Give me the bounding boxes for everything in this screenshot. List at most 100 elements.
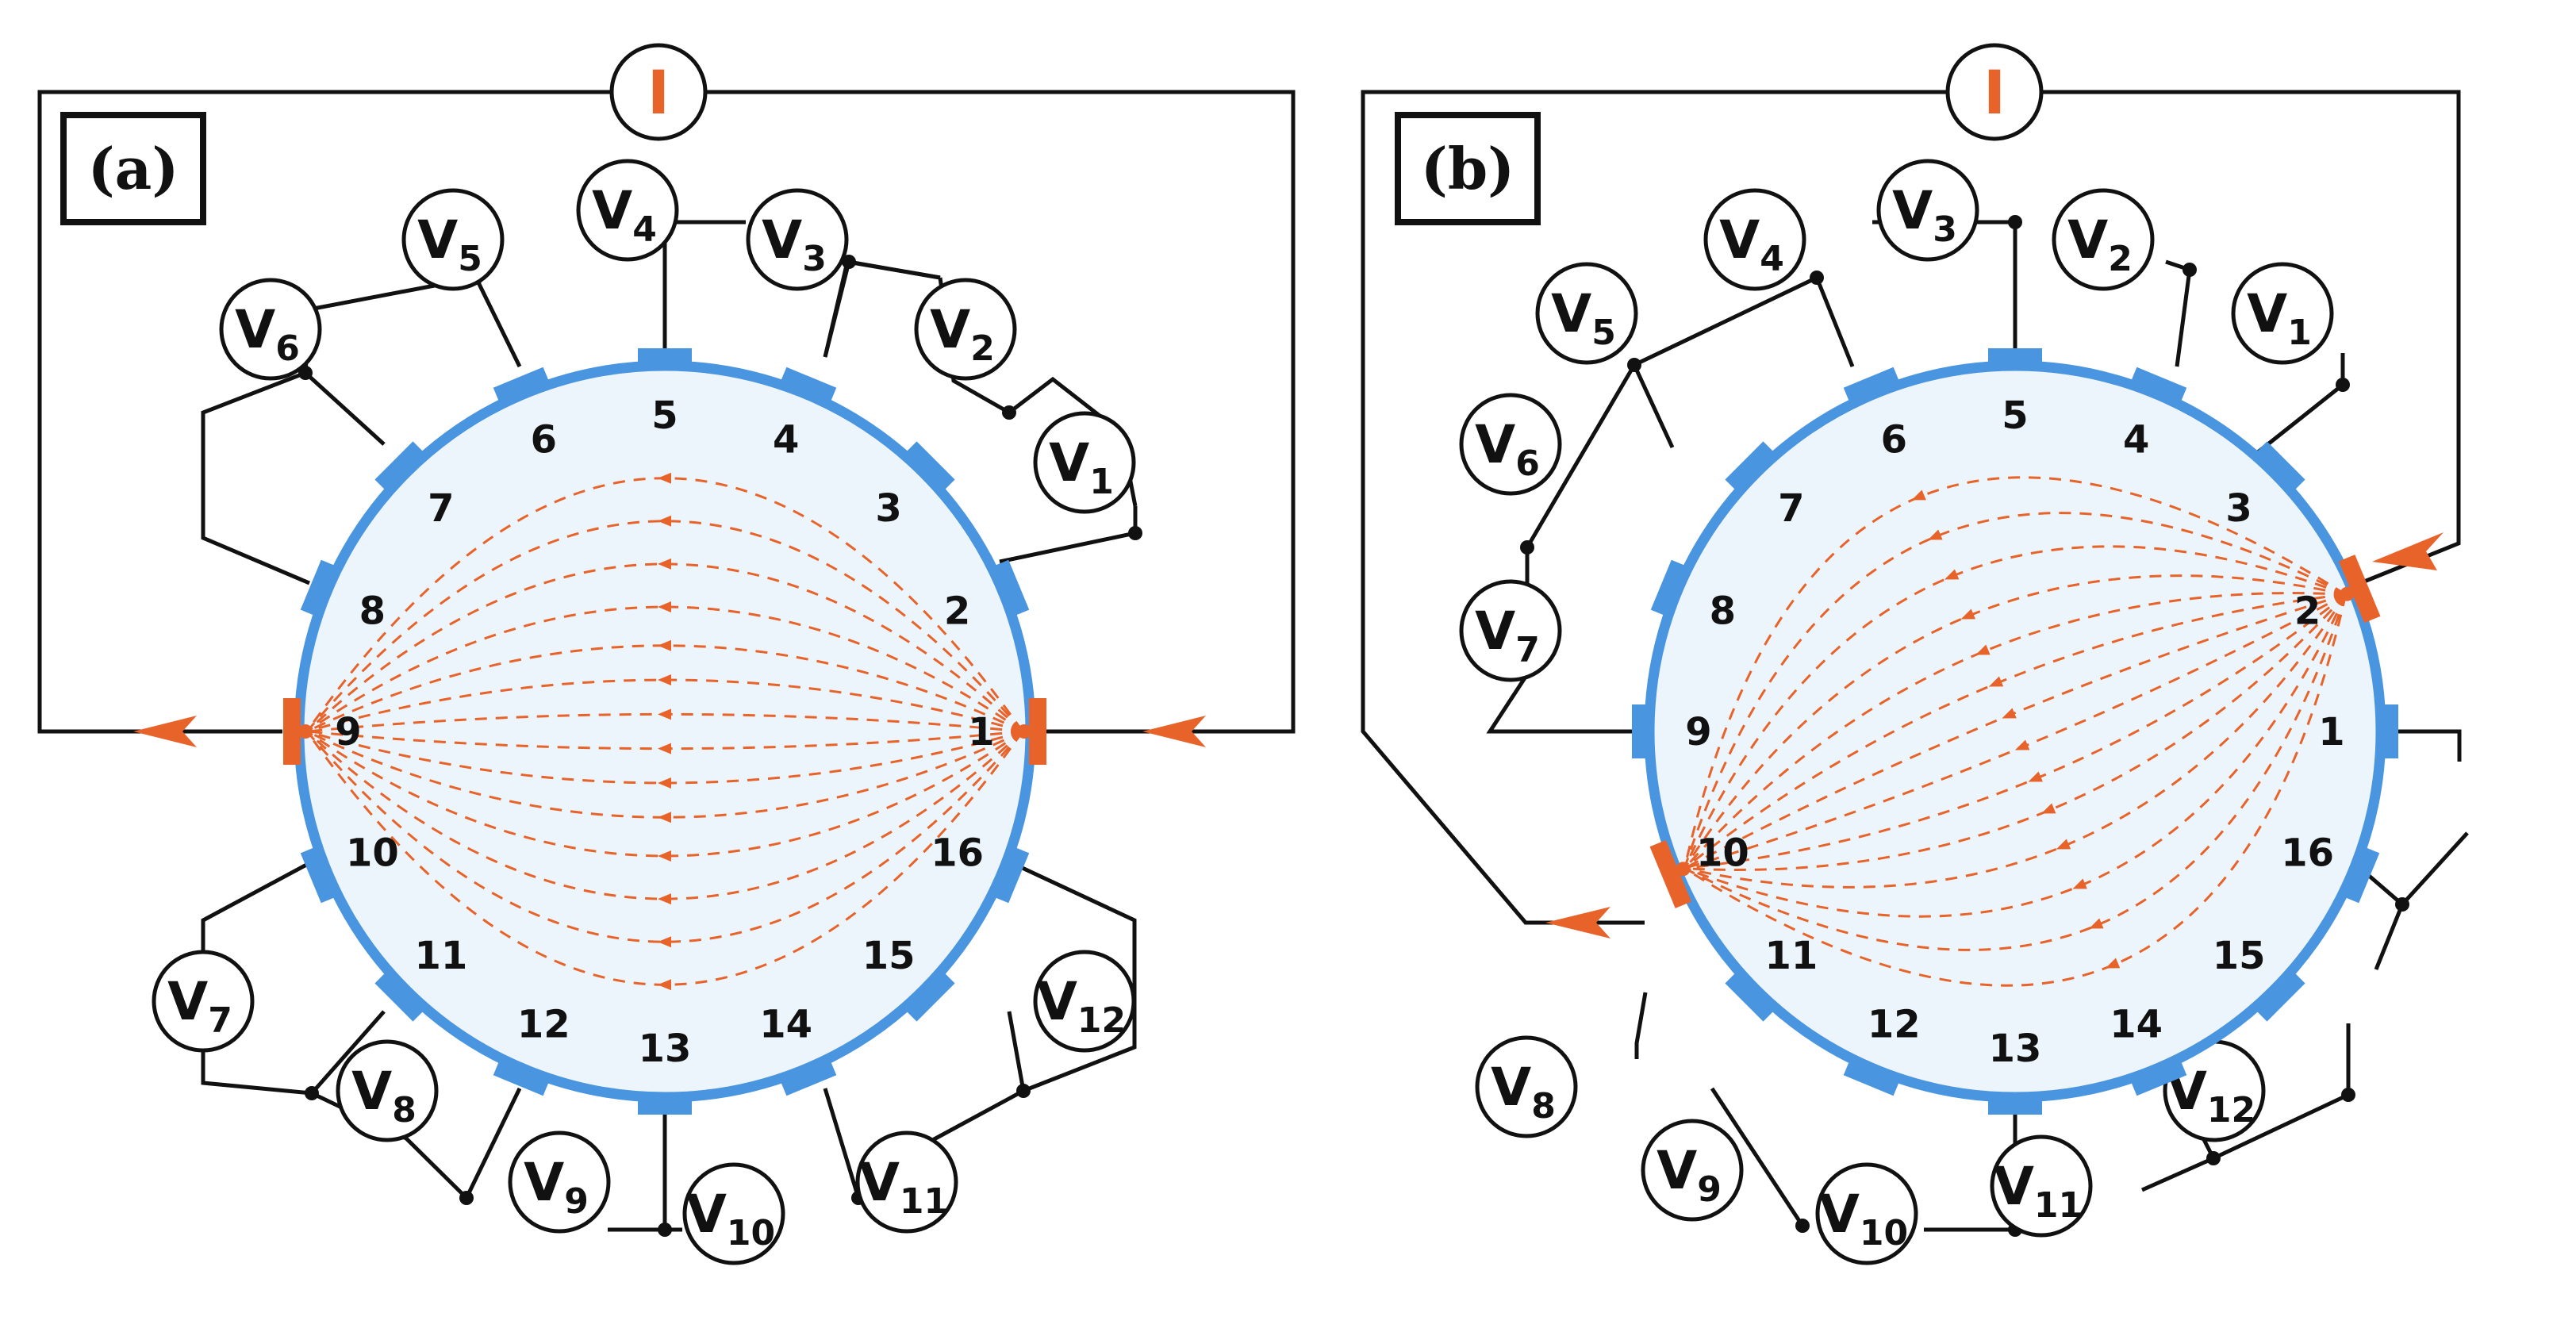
ammeter-a [609,43,708,141]
flow-arrowhead [1944,569,1960,580]
contact-pad-10 [300,846,338,904]
contact-number-15: 15 [862,934,916,978]
current-arrow-out-a [1142,716,1206,747]
voltmeter-label-3: V3 [1892,180,1957,250]
contact-number-5: 5 [651,393,678,438]
contact-pad-16 [2342,846,2380,904]
contact-pad-7 [1725,441,1776,493]
probe-wire [927,1011,1026,1145]
contact-number-15: 15 [2213,934,2266,978]
voltmeter-label-2: V2 [2067,209,2133,279]
flow-arrowhead [658,708,671,720]
contact-pad-3 [904,441,955,493]
contact-number-8: 8 [1710,589,1736,633]
current-arrow-in-a [133,716,197,747]
flow-arrowhead [658,812,671,823]
flow-arrowhead [2072,878,2087,889]
contact-number-8: 8 [359,589,386,633]
probe-wire [1631,275,1818,449]
voltmeter-label-7: V7 [167,971,232,1041]
contact-pad-16 [992,846,1030,904]
contact-pad-9 [1632,704,1649,758]
contact-pad-4 [2130,367,2187,405]
voltmeter-2 [2052,188,2155,291]
contact-number-6: 6 [1881,417,1907,462]
current-contact-10 [1649,839,1692,908]
probe-wire [2384,729,2462,762]
voltmeter-label-10: V10 [1819,1184,1908,1253]
current-flow-line [305,520,1024,732]
current-flow-line [306,605,1023,733]
contact-point-9 [298,724,313,739]
flow-arrowhead [658,639,671,651]
voltmeter-12 [1033,950,1136,1053]
flow-arrowhead [1928,529,1943,540]
probe-wire [662,1099,682,1232]
flow-arrowhead [658,472,671,484]
contact-number-4: 4 [2123,417,2149,462]
contact-point-1 [1017,724,1031,739]
sample-disk [1644,360,2386,1103]
voltmeter-label-5: V5 [417,209,482,279]
probe-wire [1634,992,1648,1059]
voltmeter-5 [1535,262,1638,365]
junction-dot [1627,358,1641,372]
contact-number-2: 2 [944,589,970,633]
voltmeter-3 [1876,159,1979,262]
voltmeter-label-4: V4 [592,180,657,250]
current-flow-line [1683,593,2348,951]
current-flow-line [306,730,1023,819]
voltmeter-label-11: V11 [859,1152,948,1222]
contact-number-3: 3 [875,486,901,531]
flow-arrowhead [2105,958,2121,969]
flow-arrowhead [658,979,671,991]
current-flow-line [1683,592,2346,869]
contact-number-11: 11 [1764,934,1818,978]
contact-number-7: 7 [428,486,454,531]
voltmeter-label-5: V5 [1551,283,1616,353]
contact-pad-8 [1650,559,1688,616]
junction-dot [2341,1088,2355,1102]
probe-wire [201,861,311,952]
probe-wire [303,275,477,446]
flow-arrowhead [658,936,671,948]
probe-wire [823,1088,861,1199]
flow-arrowhead [658,743,671,754]
voltmeter-8 [1475,1035,1578,1138]
voltmeter-label-1: V1 [2247,283,2312,353]
current-flow-line [1683,512,2347,869]
flow-arrowhead [658,850,671,862]
contact-pad-1 [2381,704,2398,758]
junction-dot [842,255,856,269]
voltmeter-label-7: V7 [1475,601,1540,670]
junction-dot [1810,271,1824,285]
contact-number-1: 1 [968,710,994,754]
voltmeter-label-11: V11 [1994,1156,2083,1226]
voltmeter-label-9: V9 [1657,1140,1722,1210]
probe-wire [662,220,746,351]
contact-number-11: 11 [414,934,467,978]
flow-arrowhead [658,515,671,527]
flow-arrowhead [2056,839,2071,850]
current-flow-line [306,678,1023,733]
probe-wire [310,1010,386,1095]
voltmeter-label-1: V1 [1049,432,1114,502]
flow-arrowhead [1960,608,1976,620]
voltmeter-10 [1815,1162,1918,1265]
flow-arrowhead [2028,771,2043,782]
junction-dot [2182,263,2197,277]
ammeter-b [1945,43,2044,141]
contact-number-10: 10 [346,831,399,876]
flow-arrowhead [2089,918,2104,929]
voltmeter-4 [1703,188,1806,291]
voltmeter-9 [508,1130,611,1234]
voltmeter-label-6: V6 [235,299,300,369]
contact-pad-5 [638,348,692,366]
ammeter-label-a: I [647,57,670,128]
current-flow-line [1684,593,2347,870]
current-flow-line [305,562,1024,733]
contact-number-10: 10 [1696,831,1749,876]
contact-number-12: 12 [1868,1003,1921,1047]
contact-number-14: 14 [2110,1003,2163,1047]
